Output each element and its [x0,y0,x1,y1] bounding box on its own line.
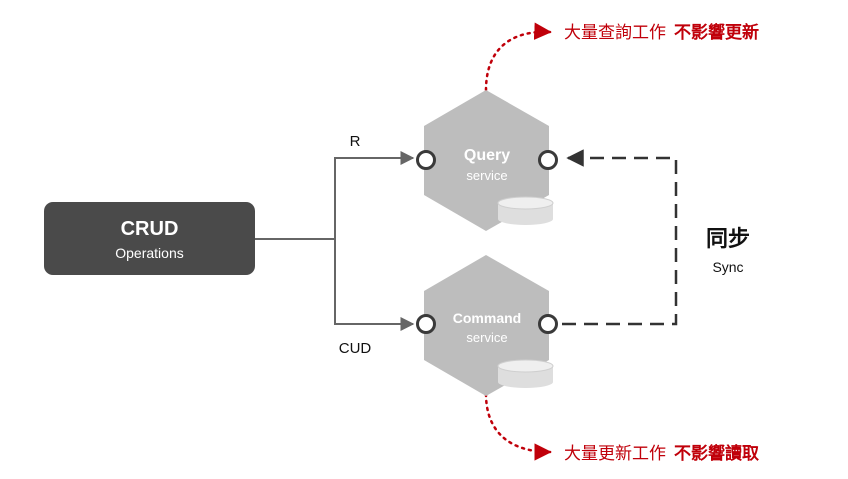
sync-label-group: 同步 Sync [706,226,750,275]
crud-subtitle: Operations [115,245,183,261]
read-arrow [334,151,415,239]
command-note-emphasis: 不影響讀取 [674,443,759,464]
sync-title: 同步 [706,226,750,252]
command-service-node: Command service [416,255,558,396]
command-note: 大量更新工作不影響讀取 [564,443,759,464]
query-service-node: Query service [416,90,558,231]
write-arrow [334,239,415,331]
command-service-title: Command [453,310,521,326]
query-note-emphasis: 不影響更新 [674,22,759,43]
crud-operations-box: CRUD Operations [44,202,255,275]
sync-subtitle: Sync [712,259,743,275]
crud-box-shape [44,202,255,275]
query-note: 大量查詢工作不影響更新 [564,22,759,43]
sync-dashed-arrow [562,149,678,326]
command-sync-port [538,314,558,334]
read-write-connectors [255,151,415,331]
command-database-icon [497,359,554,388]
query-input-port [416,150,436,170]
query-service-subtitle: service [466,168,507,183]
query-hexagon [424,90,549,231]
command-note-prefix: 大量更新工作 [564,444,666,464]
read-label: R [350,133,361,150]
query-note-dotted-arrow [484,22,552,92]
crud-title: CRUD [121,218,179,240]
query-sync-port [538,150,558,170]
query-service-title: Query [464,147,510,164]
command-input-port [416,314,436,334]
query-database-icon [497,196,554,225]
query-note-prefix: 大量查詢工作 [564,23,666,43]
write-label: CUD [339,340,372,357]
command-service-subtitle: service [466,330,507,345]
command-note-dotted-arrow [484,392,552,461]
